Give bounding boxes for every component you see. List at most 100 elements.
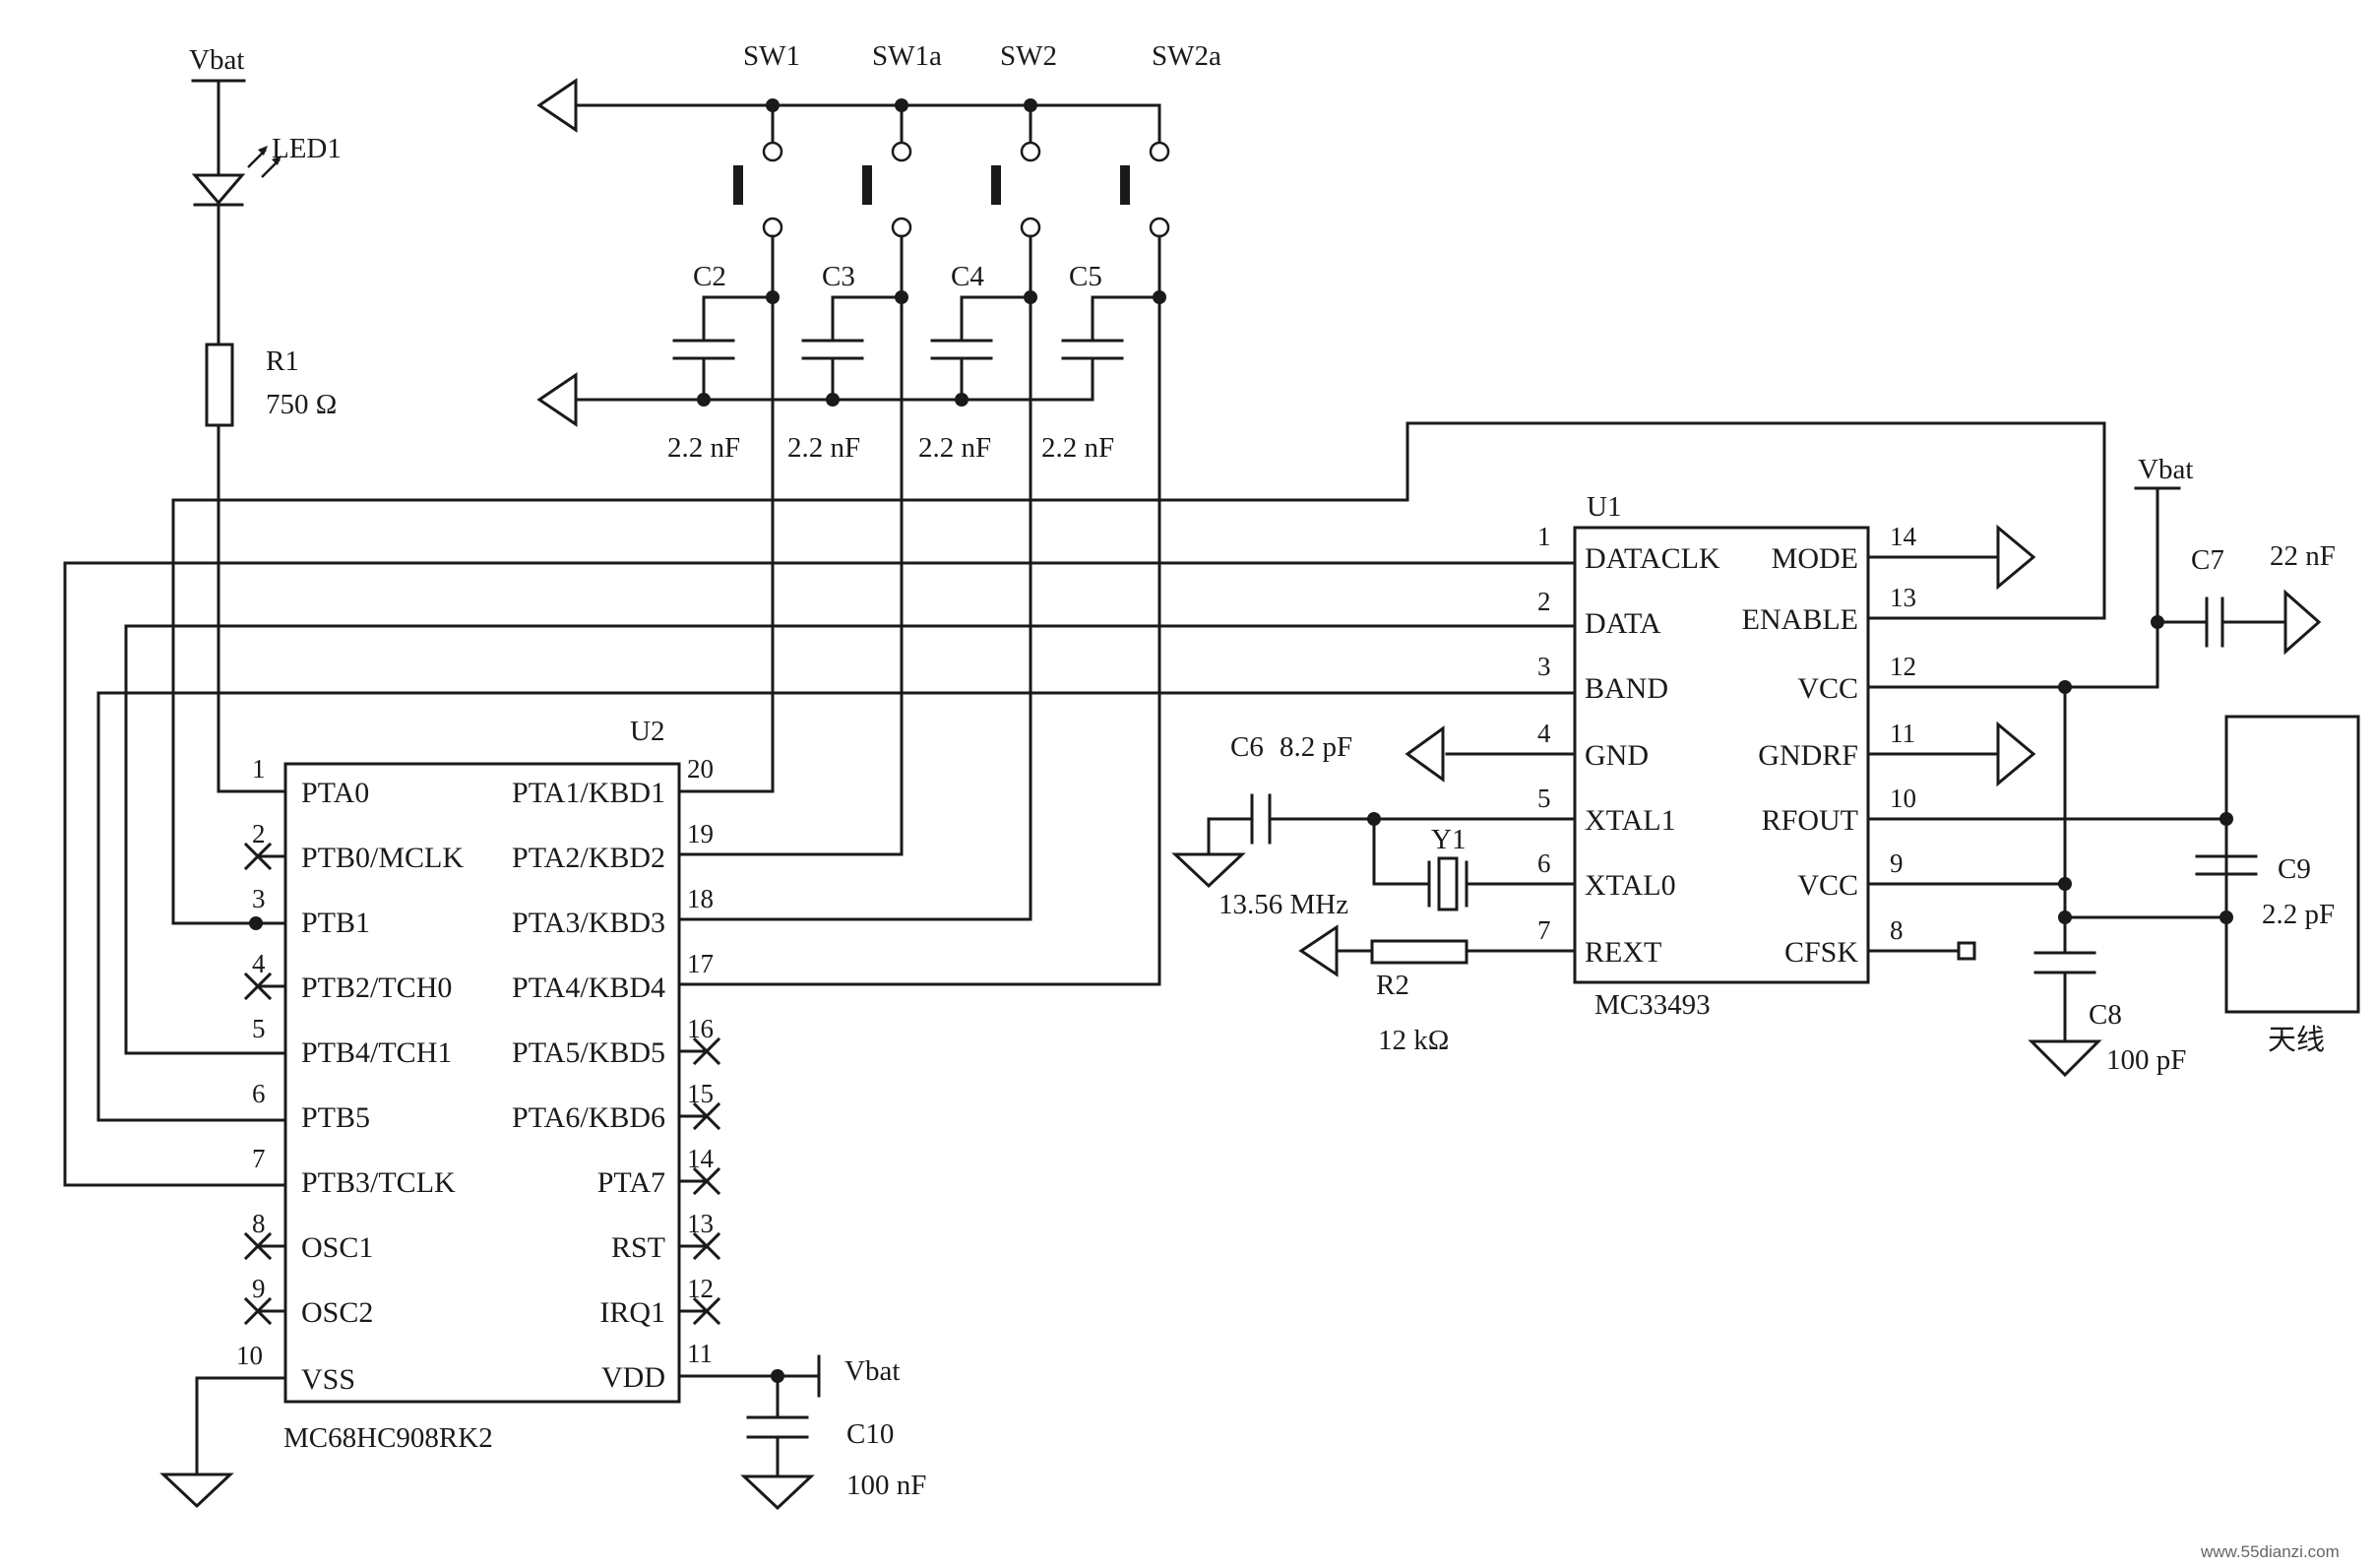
r1-ref: R1 bbox=[266, 345, 299, 377]
rf-output-section: Vbat C7 22 nF C8 100 pF bbox=[1866, 454, 2360, 1078]
u2-pin-name: PTA2/KBD2 bbox=[512, 842, 665, 874]
u1-pin-name: CFSK bbox=[1784, 936, 1858, 969]
u2-pin-number: 13 bbox=[687, 1209, 714, 1238]
c5-value: 2.2 nF bbox=[1041, 432, 1114, 464]
u1-pin-8: CFSK 8 bbox=[1784, 915, 1904, 969]
u1-pin-number: 13 bbox=[1890, 583, 1916, 612]
u2-pin-number: 14 bbox=[687, 1144, 715, 1173]
u1-pin-name: GND bbox=[1585, 739, 1649, 772]
crystal-oscillator: C6 8.2 pF Y1 13.56 MHz R2 12 kΩ bbox=[1171, 731, 1577, 1056]
u2-pin-number: 17 bbox=[687, 949, 714, 978]
interconnect-wires bbox=[63, 421, 2106, 1187]
u2-pin-name: PTA6/KBD6 bbox=[512, 1101, 665, 1134]
u1-pin-13: ENABLE 13 bbox=[1742, 583, 1916, 636]
u2-pin-number: 19 bbox=[687, 819, 714, 848]
c7-label: C7 bbox=[2191, 544, 2224, 576]
u2-pin-name: VDD bbox=[601, 1361, 665, 1394]
u1-pin-number: 4 bbox=[1537, 719, 1551, 748]
c8-label: C8 bbox=[2089, 999, 2122, 1031]
u1-gnd-arrow bbox=[1405, 725, 1445, 783]
u2-pin-number: 18 bbox=[687, 884, 714, 913]
u2-body bbox=[283, 762, 681, 1404]
u1-pin-number: 12 bbox=[1890, 652, 1916, 681]
u2-ref: U2 bbox=[630, 716, 664, 747]
c4-label: C4 bbox=[951, 261, 984, 292]
r2-value: 12 kΩ bbox=[1378, 1025, 1449, 1056]
sw1a-label: SW1a bbox=[872, 40, 942, 72]
u1-pin-name: BAND bbox=[1585, 672, 1668, 705]
u2-right-pins: PTA1/KBD120PTA2/KBD219PTA3/KBD318PTA4/KB… bbox=[512, 754, 721, 1394]
u2-pin-11: VDD 11 bbox=[601, 1339, 713, 1394]
y1-crystal bbox=[1437, 856, 1459, 911]
u1-pin-name: XTAL0 bbox=[1585, 869, 1676, 902]
c8-ground-symbol bbox=[2028, 1039, 2102, 1078]
u1-pin-name: ENABLE bbox=[1742, 603, 1858, 636]
u2-pin-name: VSS bbox=[301, 1363, 355, 1396]
u1-ref: U1 bbox=[1587, 491, 1621, 523]
u1-pin-number: 10 bbox=[1890, 784, 1916, 813]
u2-pin-number: 6 bbox=[252, 1079, 266, 1108]
u2-pin-name: PTB2/TCH0 bbox=[301, 972, 452, 1004]
switch-sw1a bbox=[862, 103, 912, 299]
u2-pin-name: PTB0/MCLK bbox=[301, 842, 464, 874]
u2-pin-name: PTA4/KBD4 bbox=[512, 972, 665, 1004]
u2-pin-17: PTA4/KBD4 17 bbox=[512, 949, 714, 1004]
capacitor-c3 bbox=[801, 295, 904, 402]
u2-part: MC68HC908RK2 bbox=[283, 1422, 493, 1454]
u2-pin-number: 12 bbox=[687, 1274, 714, 1303]
u2-pin-19: PTA2/KBD2 19 bbox=[512, 819, 714, 874]
u2-ground-symbol bbox=[159, 1473, 234, 1509]
watermark: www.55dianzi.com bbox=[2200, 1542, 2340, 1561]
u2-pin-name: RST bbox=[611, 1231, 665, 1264]
c10-label: C10 bbox=[846, 1418, 894, 1450]
u1-pin-name: DATACLK bbox=[1585, 542, 1720, 575]
u1-pin-number: 8 bbox=[1890, 915, 1904, 945]
vbat-bottom-label: Vbat bbox=[844, 1355, 900, 1387]
u1-gndrf-arrow bbox=[1996, 721, 2036, 787]
u2-pin-name: PTB1 bbox=[301, 907, 370, 939]
y1-frequency: 13.56 MHz bbox=[1219, 889, 1348, 920]
cfsk-test-point bbox=[1957, 941, 1976, 961]
u2-pin-number: 11 bbox=[687, 1339, 713, 1368]
sw1-label: SW1 bbox=[743, 40, 800, 72]
ground-arrow-caps bbox=[536, 372, 578, 427]
r2-ground-arrow bbox=[1298, 924, 1339, 977]
u1-right-pins: MODE14ENABLE13VCC12GNDRF11RFOUT10VCC9CFS… bbox=[1742, 522, 1917, 969]
u2-pin-name: OSC1 bbox=[301, 1231, 373, 1264]
led-resistor-branch: Vbat LED1 R1 750 Ω bbox=[189, 44, 342, 793]
u2-pin-number: 5 bbox=[252, 1014, 266, 1043]
u2-pin-name: OSC2 bbox=[301, 1296, 373, 1329]
u2-pin-name: PTA0 bbox=[301, 777, 369, 809]
c6-ground-symbol bbox=[1171, 852, 1246, 889]
u1-pin-number: 5 bbox=[1537, 784, 1551, 813]
antenna-loop bbox=[2224, 715, 2360, 1014]
u1-pin-number: 3 bbox=[1537, 652, 1551, 681]
u1-pin-number: 9 bbox=[1890, 848, 1904, 878]
c9-label: C9 bbox=[2278, 853, 2311, 885]
u1-pin-number: 2 bbox=[1537, 587, 1551, 616]
u1-pin-number: 11 bbox=[1890, 719, 1915, 748]
u2-pin-number: 2 bbox=[252, 819, 266, 848]
sw2a-label: SW2a bbox=[1152, 40, 1221, 72]
vbat-top-label: Vbat bbox=[189, 44, 244, 76]
capacitor-c10 bbox=[746, 1415, 809, 1439]
u2-pin-13: RST 13 bbox=[611, 1209, 721, 1264]
u2-pin-name: PTA1/KBD1 bbox=[512, 777, 665, 809]
u2-pin-name: PTB5 bbox=[301, 1101, 370, 1134]
u1-pin-3: BAND 3 bbox=[1537, 652, 1668, 705]
